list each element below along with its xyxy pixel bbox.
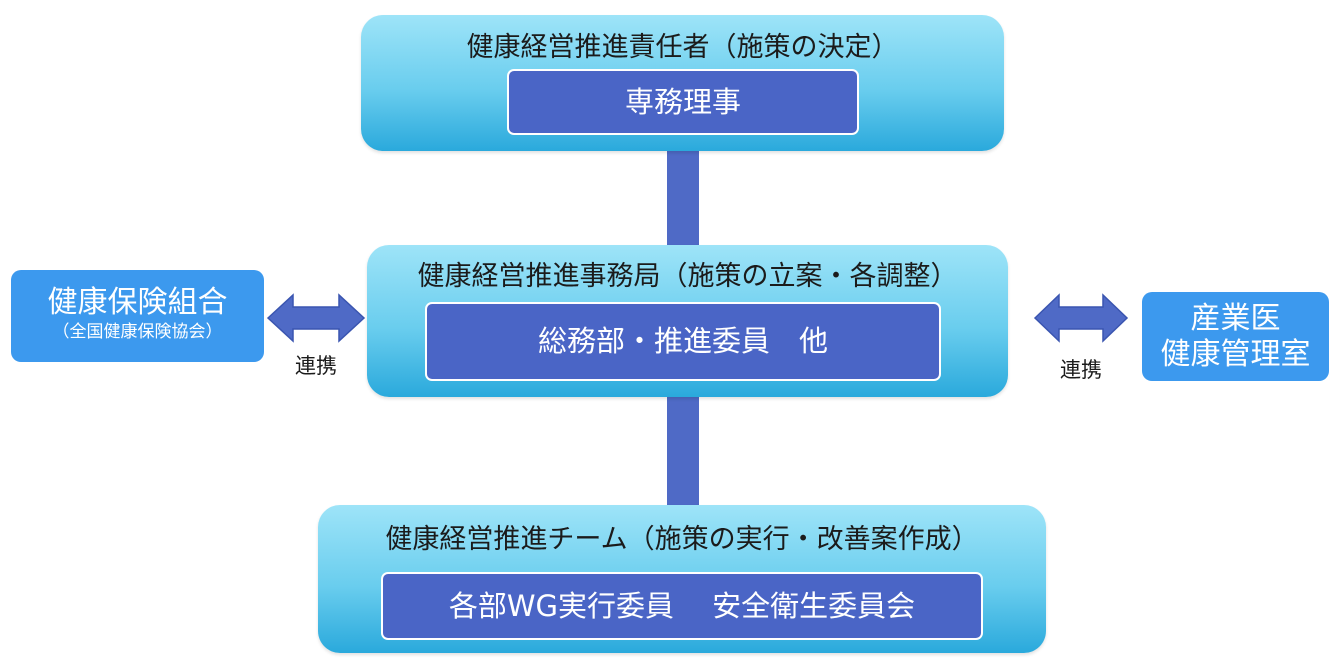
leader-title: 健康経営推進責任者（施策の決定） [466,32,899,63]
health-insurance-sub: （全国健康保険協会） [52,322,223,342]
leader-box: 健康経営推進責任者（施策の決定） 専務理事 [361,15,1004,151]
health-insurance-box: 健康保険組合 （全国健康保険協会） [11,270,264,362]
secretariat-box: 健康経営推進事務局（施策の立案・各調整） 総務部・推進委員 他 [367,245,1008,397]
team-member-box: 各部WG実行委員 安全衛生委員会 [381,572,983,640]
connector-top-middle [667,150,699,247]
occupational-physician-label: 産業医 [1190,301,1281,336]
secretariat-title: 健康経営推進事務局（施策の立案・各調整） [417,261,958,292]
secretariat-member-box: 総務部・推進委員 他 [425,302,941,381]
team-box: 健康経営推進チーム（施策の実行・改善案作成） 各部WG実行委員 安全衛生委員会 [318,505,1046,653]
right-link-label: 連携 [1060,358,1102,382]
health-insurance-name: 健康保険組合 [47,285,228,320]
right-link-arrow-icon [1033,293,1129,343]
connector-middle-bottom [667,396,699,507]
health-management-room-label: 健康管理室 [1160,337,1311,372]
leader-member-box: 専務理事 [507,69,859,135]
team-title: 健康経営推進チーム（施策の実行・改善案作成） [385,524,979,555]
occupational-health-box: 産業医 健康管理室 [1142,292,1329,381]
left-link-arrow-icon [266,293,366,343]
left-link-label: 連携 [295,354,337,378]
